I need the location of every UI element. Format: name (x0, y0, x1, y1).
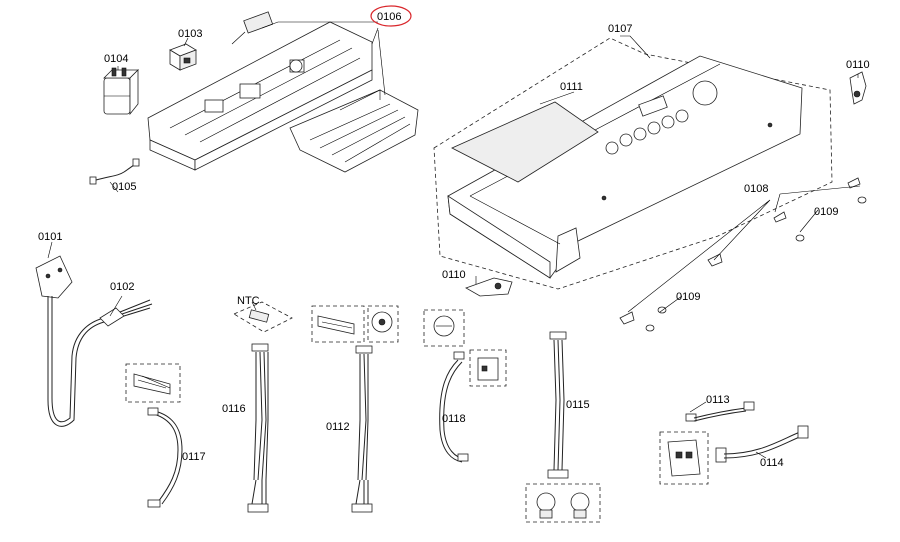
cable-0116[interactable] (247, 343, 269, 513)
cable-0112[interactable] (351, 345, 373, 513)
cord-anchor-0102[interactable] (99, 299, 153, 327)
panel-buttons (605, 109, 689, 155)
part-labels: 0106 0103 0104 0105 0107 0110 0111 0108 … (38, 11, 870, 469)
label-0105: 0105 (112, 181, 136, 193)
ntc-sensor-box[interactable] (233, 301, 293, 333)
leader-lines (47, 21, 861, 459)
heater-0117-box[interactable] (125, 363, 181, 403)
door-lock-box[interactable] (469, 349, 507, 387)
cable-0118[interactable] (439, 351, 469, 463)
label-0117: 0117 (182, 451, 206, 463)
interference-suppressor-0104[interactable] (103, 67, 139, 116)
label-0107: 0107 (608, 23, 632, 35)
label-0101: 0101 (38, 231, 62, 243)
label-0102: 0102 (110, 281, 134, 293)
label-0110-bottom: 0110 (442, 269, 466, 281)
label-0106: 0106 (377, 11, 401, 23)
label-0114: 0114 (760, 457, 784, 469)
label-0112: 0112 (326, 421, 350, 433)
hinge-0110-top[interactable] (849, 71, 867, 105)
label-ntc: NTC (237, 295, 260, 307)
electronic-module-0106[interactable] (147, 11, 419, 173)
module-0114-box[interactable] (659, 431, 709, 485)
label-0118: 0118 (442, 413, 466, 425)
label-0109-top: 0109 (814, 206, 838, 218)
connector-block-0103[interactable] (169, 43, 197, 71)
heater-0112-box[interactable] (311, 305, 365, 343)
cable-0113[interactable] (685, 401, 755, 422)
cable-0117[interactable] (147, 407, 183, 508)
screws-0108[interactable] (619, 177, 861, 325)
hinge-0110-bottom[interactable] (465, 277, 513, 297)
washers-0109[interactable] (645, 196, 867, 332)
label-0113: 0113 (706, 394, 730, 406)
label-0103: 0103 (178, 28, 202, 40)
pump-0118-box[interactable] (423, 309, 465, 347)
label-0111: 0111 (560, 81, 583, 93)
power-cord-0101[interactable] (35, 255, 105, 427)
cable-0115[interactable] (547, 331, 569, 479)
cable-0105[interactable] (89, 158, 140, 185)
cable-0114[interactable] (715, 425, 809, 463)
label-0108: 0108 (744, 183, 768, 195)
label-0109-bottom: 0109 (676, 291, 700, 303)
valves-box[interactable] (525, 483, 601, 523)
label-0115: 0115 (566, 399, 590, 411)
highlight-oval-0106 (370, 5, 412, 27)
pressure-switch-box[interactable] (367, 305, 399, 343)
label-0116: 0116 (222, 403, 246, 415)
label-0110-top: 0110 (846, 59, 870, 71)
label-0104: 0104 (104, 53, 128, 65)
panel-foil-0111[interactable] (451, 101, 599, 183)
